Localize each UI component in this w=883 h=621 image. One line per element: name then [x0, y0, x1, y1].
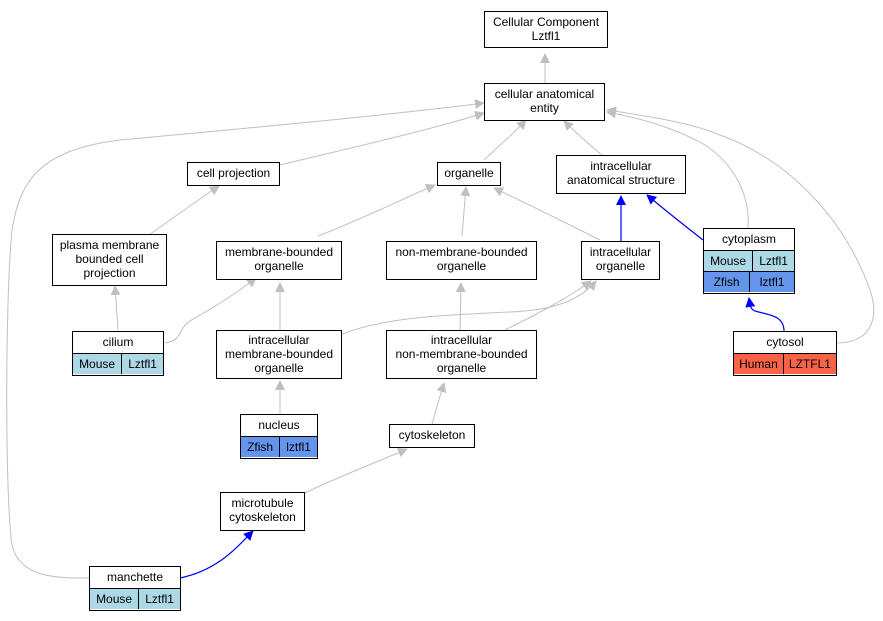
- species-cell: Human: [734, 354, 783, 374]
- node-cellular-anatomical-entity[interactable]: cellular anatomical entity: [484, 83, 605, 121]
- edge-manchette-mtcs[interactable]: [179, 530, 254, 579]
- edge-cytoplasm-cae: [606, 108, 749, 229]
- edge-ias-cae: [563, 120, 604, 157]
- node-cell-projection[interactable]: cell projection: [187, 162, 280, 186]
- edge-imbo-io: [339, 280, 597, 336]
- node-intracellular-non-membrane-bounded-organelle[interactable]: intracellular non-membrane-bounded organ…: [386, 330, 537, 379]
- node-label: cilium: [102, 335, 134, 349]
- edge-cilium-pmbcp: [110, 285, 121, 331]
- edge-cellproj-cae: [279, 110, 485, 166]
- edge-cilium-mbo: [164, 277, 257, 344]
- species-cell: Zfish: [241, 437, 280, 457]
- edge-mbo-organelle: [317, 183, 436, 237]
- node-cytosol[interactable]: cytosol Human LZTFL1: [733, 331, 837, 376]
- annotation-row: Zfish lztfl1: [241, 436, 318, 457]
- annotation-row: Mouse Lztfl1: [90, 588, 180, 609]
- node-label: intracellular membrane-bounded organelle: [224, 333, 334, 375]
- node-label: cytosol: [766, 335, 804, 349]
- node-label: nucleus: [258, 418, 300, 432]
- gene-cell: lztfl1: [749, 272, 795, 292]
- edge-cytosol-cae: [606, 106, 875, 344]
- edge-organelle-cae: [483, 119, 527, 161]
- node-label: Cellular Component Lztfl1: [492, 15, 600, 43]
- node-label: cytoplasm: [721, 232, 777, 246]
- node-label: plasma membrane bounded cell projection: [59, 238, 160, 280]
- node-label: microtubule cytoskeleton: [229, 496, 296, 524]
- node-microtubule-cytoskeleton[interactable]: microtubule cytoskeleton: [220, 492, 305, 531]
- node-intracellular-membrane-bounded-organelle[interactable]: intracellular membrane-bounded organelle: [216, 330, 342, 379]
- edge-manchette-cae: [6, 99, 485, 579]
- edge-inmbo-io: [504, 280, 592, 331]
- species-cell: Zfish: [704, 272, 750, 292]
- species-cell: Mouse: [73, 354, 122, 374]
- annotation-row: Human LZTFL1: [734, 353, 837, 374]
- edge-pmbcp-cellproj: [148, 185, 220, 236]
- gene-cell: lztfl1: [279, 437, 318, 457]
- edge-mtcs-cytoskeleton: [304, 448, 408, 494]
- node-label: intracellular non-membrane-bounded organ…: [395, 333, 528, 375]
- annotation-row: Mouse Lztfl1: [704, 250, 794, 271]
- edge-cytoplasm-ias[interactable]: [646, 194, 704, 241]
- edge-nmbo-organelle: [460, 186, 471, 237]
- gene-cell: Lztfl1: [121, 354, 163, 374]
- node-non-membrane-bounded-organelle[interactable]: non-membrane-bounded organelle: [386, 241, 537, 280]
- annotation-row: Zfish lztfl1: [704, 271, 795, 292]
- node-intracellular-organelle[interactable]: intracellular organelle: [581, 241, 660, 280]
- node-label: non-membrane-bounded organelle: [395, 245, 528, 273]
- node-label: organelle: [444, 166, 494, 180]
- node-manchette[interactable]: manchette Mouse Lztfl1: [89, 566, 181, 611]
- node-label: intracellular organelle: [589, 245, 652, 273]
- edge-inmbo-nmbo: [455, 282, 466, 331]
- node-label: cytoskeleton: [398, 428, 466, 442]
- species-cell: Mouse: [90, 589, 139, 609]
- node-label: membrane-bounded organelle: [224, 245, 334, 273]
- node-cytoskeleton[interactable]: cytoskeleton: [389, 424, 475, 448]
- gene-cell: LZTFL1: [782, 354, 837, 374]
- edge-cytoskeleton-inmbo: [431, 382, 447, 425]
- node-label: cellular anatomical entity: [494, 87, 595, 115]
- node-cilium[interactable]: cilium Mouse Lztfl1: [72, 331, 164, 376]
- annotation-row: Mouse Lztfl1: [73, 353, 163, 374]
- node-cytoplasm[interactable]: cytoplasm Mouse Lztfl1 Zfish lztfl1: [703, 228, 795, 294]
- edge-io-organelle: [493, 187, 601, 241]
- node-plasma-membrane-bounded-cell-projection[interactable]: plasma membrane bounded cell projection: [52, 234, 167, 286]
- gene-cell: Lztfl1: [138, 589, 180, 609]
- node-membrane-bounded-organelle[interactable]: membrane-bounded organelle: [216, 241, 342, 280]
- node-nucleus[interactable]: nucleus Zfish lztfl1: [240, 414, 318, 459]
- node-label: intracellular anatomical structure: [566, 159, 676, 187]
- node-organelle[interactable]: organelle: [437, 162, 501, 186]
- node-label: manchette: [106, 570, 164, 584]
- node-intracellular-anatomical-structure[interactable]: intracellular anatomical structure: [556, 155, 686, 194]
- node-label: cell projection: [196, 166, 271, 180]
- edge-cytosol-cytoplasm[interactable]: [745, 297, 785, 332]
- node-cellular-component-root[interactable]: Cellular Component Lztfl1: [484, 11, 608, 48]
- gene-cell: Lztfl1: [752, 251, 794, 271]
- species-cell: Mouse: [704, 251, 753, 271]
